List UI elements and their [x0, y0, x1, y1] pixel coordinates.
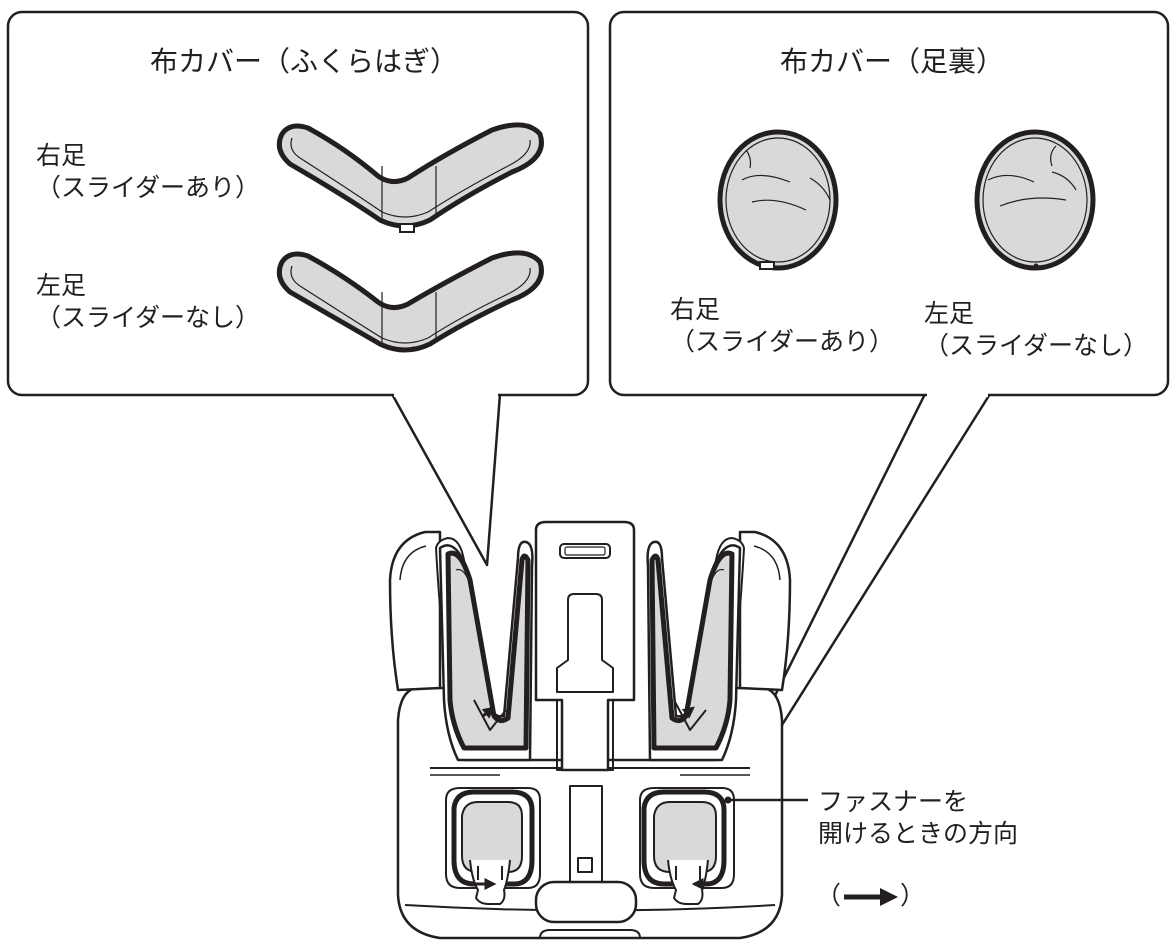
calf-cover-left-image	[276, 250, 544, 353]
zipper-direction-label: ファスナーを 開けるときの方向	[818, 787, 1019, 848]
calf-cover-title: 布カバー（ふくらはぎ）	[150, 45, 459, 78]
calf-cover-panel	[6, 10, 590, 567]
calf-cover-right-image	[276, 122, 544, 233]
sole-cover-panel	[608, 10, 1170, 762]
sole-cover-left-label: 左足 （スライダーなし）	[924, 299, 1149, 360]
calf-cover-right-label: 右足 （スライダーあり）	[36, 141, 261, 202]
calf-cover-left-label: 左足 （スライダーなし）	[36, 271, 261, 332]
zipper-direction-open-paren: （	[816, 881, 842, 910]
sole-cover-right-image	[717, 129, 839, 271]
arrow-right-icon	[844, 888, 898, 906]
foot-massager-device	[388, 520, 808, 940]
zipper-direction-close-paren: ）	[900, 881, 926, 910]
sole-cover-right-label: 右足 （スライダーあり）	[670, 295, 895, 356]
sole-cover-title: 布カバー（足裏）	[780, 45, 1005, 78]
sole-cover-left-image	[974, 129, 1096, 271]
